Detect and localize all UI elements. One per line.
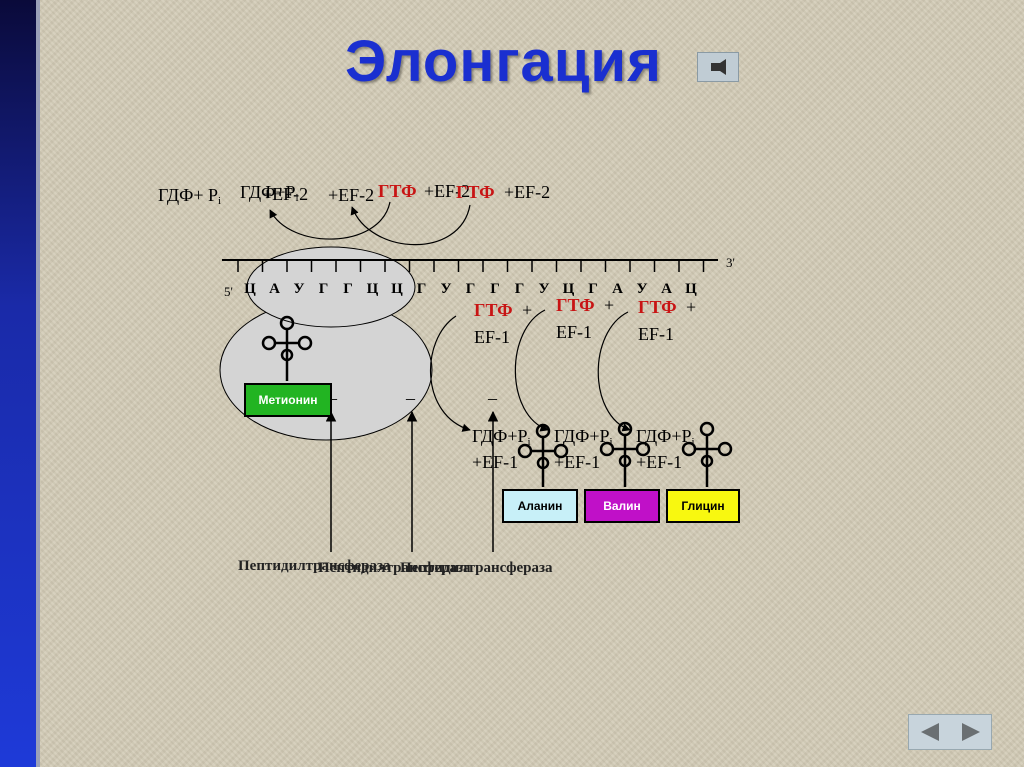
ef1-label: EF-1 [556,322,592,342]
mrna-codon-letter: Г [343,281,353,297]
top-arrow-2 [350,204,471,246]
amino-valine-label: Валин [603,499,641,513]
nav-back-icon [920,723,939,741]
mrna-codon-letter: Ц [685,281,697,297]
gtp-label: ГТФ [638,297,677,317]
sound-icon[interactable] [697,52,739,82]
trna-group [261,315,733,487]
gtp-plus: + [604,295,614,315]
mrna-codon-letter: Г [466,281,476,297]
left-accent-bar [0,0,36,767]
mrna-codon-letter: У [636,281,647,297]
slide-title: Элонгация [345,29,662,94]
top-reaction-ef2-a: +EF-2 [262,184,308,204]
gdp-label: ГДФ+Pi [472,426,531,448]
mrna-codon-letter: Г [588,281,598,297]
mrna-5-prime: 5' [224,284,233,299]
amino-alanine-label: Аланин [517,499,563,513]
mrna-3-prime: 3' [726,255,735,270]
top-gtp-2: ГТФ [456,182,495,202]
gtp-label: ГТФ [474,300,513,320]
trna-icon [517,423,569,487]
top-arrow-1 [269,201,391,240]
dash-2: – [405,388,416,408]
mrna-codon-letter: У [440,281,451,297]
ef1-label: +EF-1 [472,452,518,472]
mrna-codon-letter: У [293,281,304,297]
ef1-label: +EF-1 [636,452,682,472]
amino-methionine-label: Метионин [258,393,318,407]
top-reaction-ef2-d: +EF-2 [504,182,550,202]
nav-back-button[interactable] [913,718,947,746]
mrna-codon-letter: Г [515,281,525,297]
ef1-label: +EF-1 [554,452,600,472]
ef1-arrow-3 [597,311,631,432]
gtp-plus: + [686,297,696,317]
mrna-codon-letter: Ц [244,281,256,297]
top-reaction-2: ГДФ+Pi [240,182,299,204]
mrna-codon-letter: Г [490,281,500,297]
nav-forward-icon [961,723,980,741]
mrna-codon-letter: А [612,281,623,297]
dash-1: – [327,388,338,408]
mrna-ticks [237,260,705,272]
top-reaction-ef2-b: +EF-2 [328,185,374,205]
top-gtp-1: ГТФ [378,181,417,201]
mrna-codon-letter: Ц [367,281,379,297]
amino-alanine: Аланин [502,489,578,523]
mrna-codon-letter: Г [319,281,329,297]
nav-forward-button[interactable] [954,718,988,746]
top-reaction-1: ГДФ+ Pi [158,185,221,207]
amino-glycine: Глицин [666,489,740,523]
amino-valine: Валин [584,489,660,523]
left-accent-edge [36,0,40,767]
enzyme-label-2: Пептидилтрансфераза [318,560,471,576]
mrna-codon-letter: А [661,281,672,297]
mrna-codon-letter: Г [417,281,427,297]
amino-glycine-label: Глицин [681,499,725,513]
trna-icon [261,315,313,381]
ef1-arrow-1 [430,315,471,432]
gtp-ef1-group: ГТФ + EF-1 ГТФ + EF-1 ГТФ + EF-1 [474,295,696,347]
trna-icon [599,421,651,487]
mrna-codon-letter: А [269,281,280,297]
gtp-plus: + [522,300,532,320]
gtp-label: ГТФ [556,295,595,315]
ef1-label: EF-1 [638,324,674,344]
gdp-label: ГДФ+Pi [636,426,695,448]
ef1-arrow-2 [514,309,549,432]
ef1-label: EF-1 [474,327,510,347]
mrna-codon-letter: Ц [391,281,403,297]
amino-methionine: Метионин [244,383,332,417]
speaker-icon [711,59,726,75]
slide-nav [908,714,992,750]
enzyme-label-1: Пептидилтрансфераза [238,558,391,574]
ribosome-small-subunit [246,246,416,328]
gdp-ef1-group: ГДФ+Pi +EF-1 ГДФ+Pi +EF-1 ГДФ+Pi +EF-1 [472,426,695,472]
trna-icon [681,421,733,487]
mrna-codon-letter: Ц [563,281,575,297]
dash-3: – [487,388,498,408]
gdp-label: ГДФ+Pi [554,426,613,448]
mrna-codon-letter: У [538,281,549,297]
top-reaction-ef2-c: +EF-2 [424,181,470,201]
enzyme-label-3: Пептидилтрансфераза [400,560,553,576]
